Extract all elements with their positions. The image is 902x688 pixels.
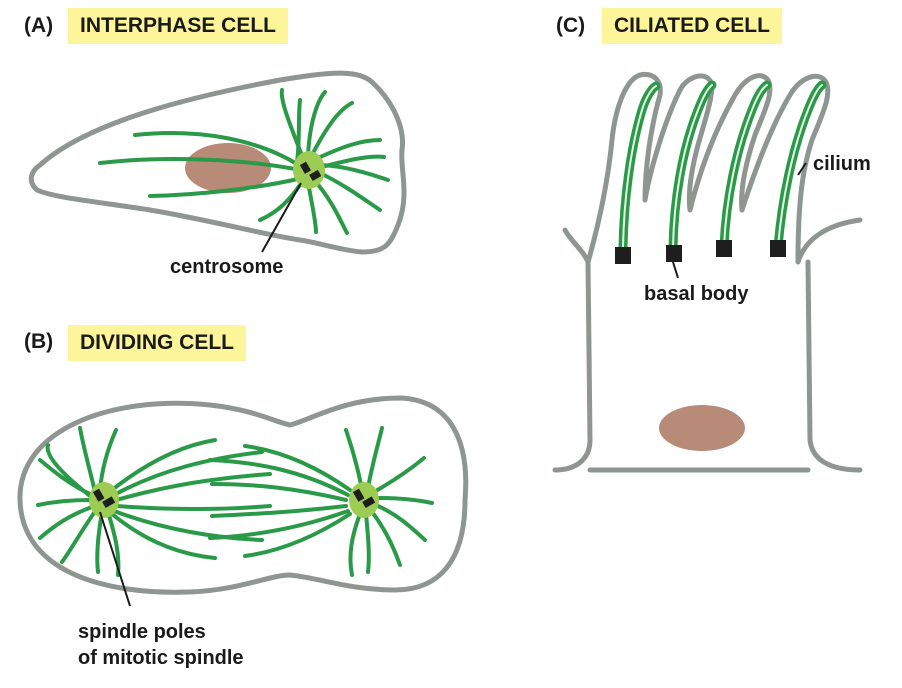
mitotic-spindle-label: of mitotic spindle	[78, 647, 244, 669]
panel-a-title: INTERPHASE CELL	[68, 8, 289, 44]
dividing-cell-membrane	[17, 395, 469, 595]
interphase-nucleus	[185, 143, 271, 193]
basal-body-4	[770, 240, 786, 257]
spindle-microtubules	[36, 426, 434, 577]
cilia	[618, 80, 827, 252]
left-spindle-pole	[89, 482, 119, 518]
panel-b-letter: (B)	[24, 330, 54, 353]
basal-body-label: basal body	[644, 283, 749, 305]
basal-body-2	[666, 245, 682, 262]
panel-c-letter: (C)	[556, 14, 586, 37]
basal-bodies	[615, 240, 786, 264]
panel-a-letter: (A)	[24, 14, 54, 37]
cilium-pointer	[797, 162, 807, 176]
spindle-pole-pointer	[99, 511, 131, 607]
right-spindle-pole	[349, 482, 379, 518]
spindle-centrioles	[92, 488, 376, 508]
ciliated-cell	[552, 71, 863, 473]
basal-body-1	[615, 247, 631, 264]
basal-body-pointer	[672, 261, 679, 279]
dividing-cell	[17, 395, 469, 607]
panel-c-title: CILIATED CELL	[602, 8, 782, 44]
interphase-cell	[28, 70, 407, 255]
interphase-centrioles	[299, 161, 322, 181]
panel-b-title: DIVIDING CELL	[68, 325, 247, 361]
cilium-label: cilium	[813, 153, 871, 175]
basal-body-3	[716, 240, 732, 257]
centrosome-label: centrosome	[170, 256, 284, 278]
centrosome-pointer	[261, 182, 302, 253]
ciliated-nucleus	[659, 405, 745, 451]
spindle-poles-label: spindle poles	[78, 621, 206, 643]
